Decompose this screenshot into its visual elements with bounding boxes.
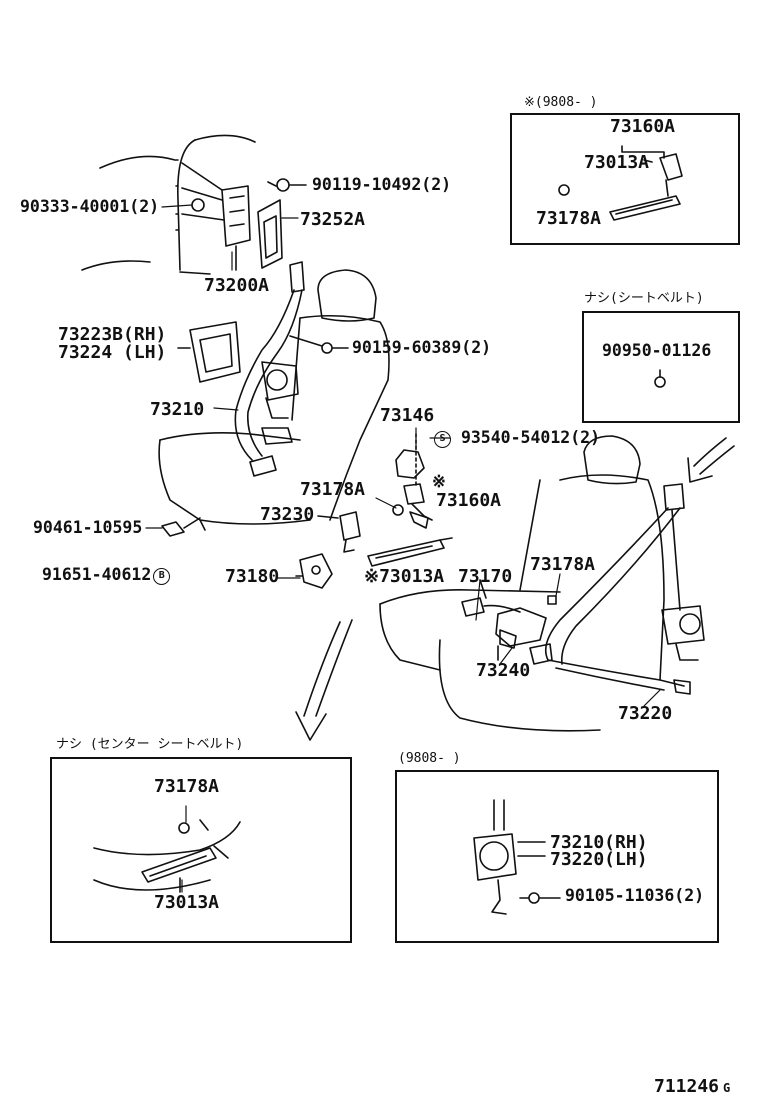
pillar-panel-outline — [81, 134, 256, 275]
center-box-header: ナシ (センター シートベルト) — [56, 737, 244, 752]
right-inset-box — [582, 311, 740, 423]
reference-arrows — [295, 437, 735, 741]
label-90333: 90333-40001(2) — [20, 197, 160, 216]
label-73224: 73224 (LH) — [58, 342, 167, 363]
leader-lines — [145, 204, 661, 893]
top-box-label-73013A: 73013A — [584, 152, 650, 173]
label-90461: 90461-10595 — [33, 518, 143, 537]
label-90159: 90159-60389(2) — [352, 338, 492, 357]
label-73230: 73230 — [260, 504, 315, 525]
top-box-label-73178A: 73178A — [536, 208, 602, 229]
label-73240: 73240 — [476, 660, 531, 681]
buckle-73230 — [317, 511, 361, 553]
label-73178A-mid: 73178A — [300, 479, 366, 500]
label-73200A: 73200A — [204, 275, 270, 296]
b-marker: B — [153, 568, 171, 585]
label-73170: 73170 — [458, 566, 513, 587]
retractor-inset-drawing — [473, 799, 561, 915]
top-box-label-73160A: 73160A — [610, 116, 676, 137]
right-belt-assembly — [544, 483, 705, 695]
right-inset-bolt — [654, 369, 666, 388]
center-inset-box — [50, 757, 352, 943]
anchor-plate-73180 — [295, 553, 333, 589]
s-marker: S — [434, 431, 451, 448]
bolt-90159 — [289, 335, 349, 354]
buckle-cover — [392, 433, 433, 529]
label-73178A-right: 73178A — [530, 554, 596, 575]
asterisk-mark-mid: ※ — [432, 472, 446, 491]
label-73013A-mid: ※73013A — [364, 566, 445, 587]
bolt-90119 — [267, 178, 307, 192]
seat-belt-assembly — [234, 261, 305, 477]
bolt-90461 — [161, 517, 201, 537]
retractor-label-73210rh: 73210(RH) — [550, 832, 648, 853]
retractor-label-73220lh: 73220(LH) — [550, 849, 648, 870]
label-73160A-mid: 73160A — [436, 490, 502, 511]
right-box-header: ナシ(シートベルト) — [584, 291, 704, 306]
retractor-box-header: (9808- ) — [398, 751, 461, 766]
adjuster-cover — [257, 199, 283, 269]
center-box-label-73013A: 73013A — [154, 892, 220, 913]
shoulder-anchor-bracket — [175, 159, 251, 271]
top-inset-box — [510, 113, 740, 245]
center-box-label-73178A: 73178A — [154, 776, 220, 797]
lower-cover — [177, 321, 241, 383]
label-73252A: 73252A — [300, 209, 366, 230]
label-93540: S 93540-54012(2) — [432, 429, 600, 448]
label-73220: 73220 — [618, 703, 673, 724]
front-seat-right — [379, 435, 665, 732]
center-belt-73013A — [367, 537, 453, 567]
label-73180: 73180 — [225, 566, 280, 587]
top-box-header: ※(9808- ) — [524, 95, 598, 110]
label-73146: 73146 — [380, 405, 435, 426]
retractor-inset-box — [395, 770, 719, 943]
label-73210: 73210 — [150, 399, 205, 420]
center-seat-inset-drawing — [93, 819, 241, 893]
label-90119: 90119-10492(2) — [312, 175, 452, 194]
right-box-label-90950: 90950-01126 — [602, 341, 712, 360]
top-inset-drawing — [558, 145, 683, 221]
retractor-label-90105: 90105-11036(2) — [565, 886, 705, 905]
label-73223B: 73223B(RH) — [58, 324, 167, 345]
buckle-assembly-73240 — [461, 579, 557, 665]
